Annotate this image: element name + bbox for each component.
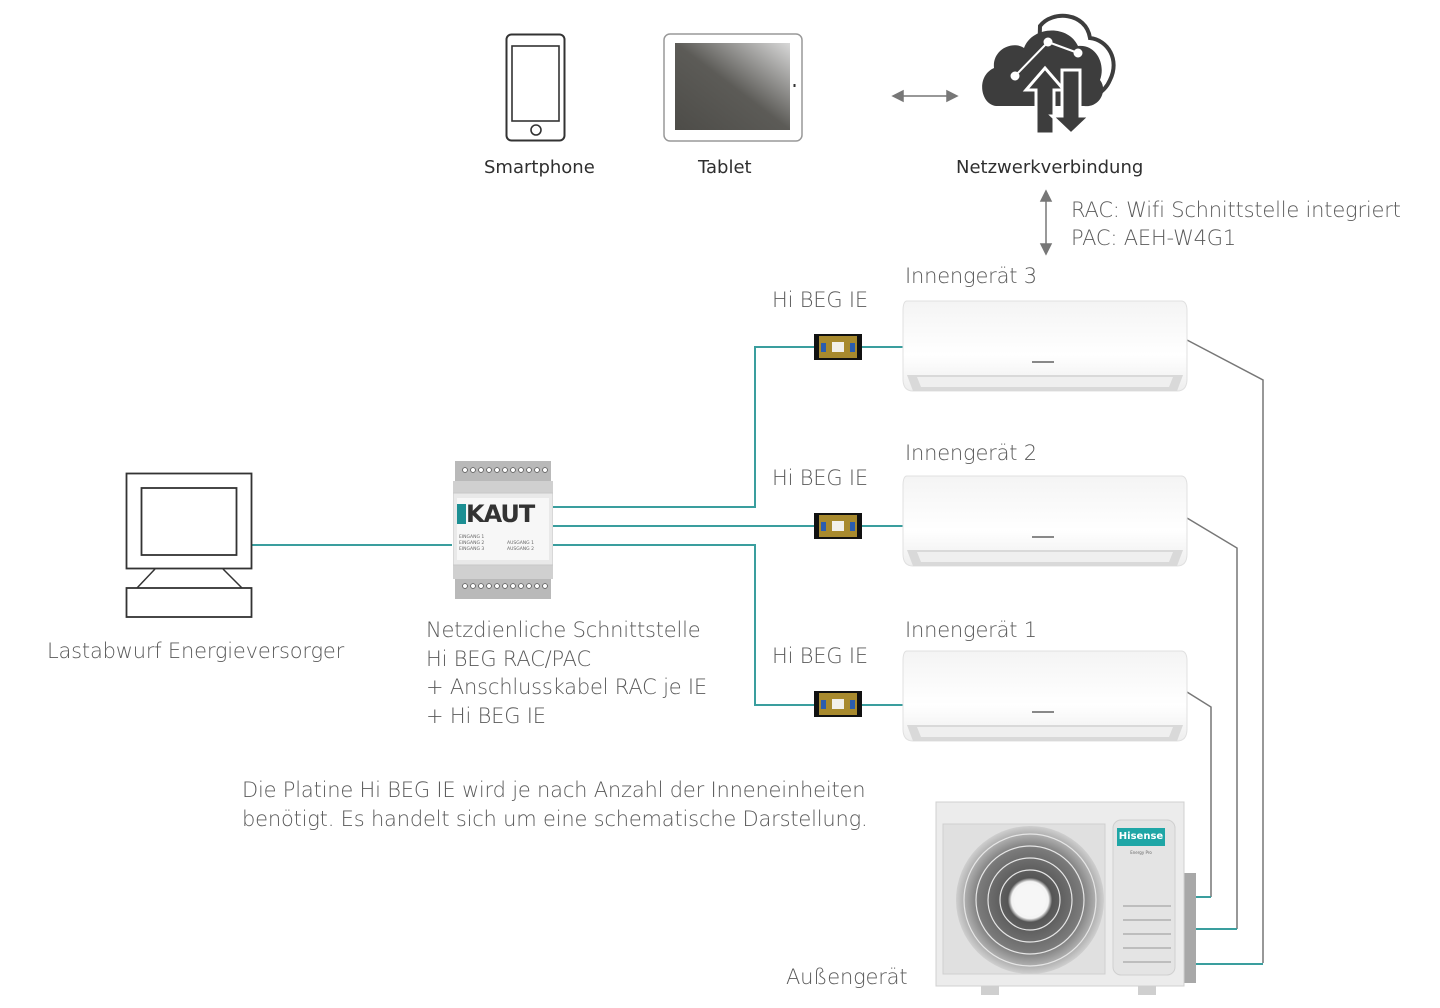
- board-label-3: Hi BEG IE: [772, 288, 868, 312]
- cloud-sync-icon: [982, 13, 1116, 136]
- smartphone-label: Smartphone: [484, 157, 595, 178]
- outdoor-unit-body: [935, 801, 1196, 995]
- bidirectional-arrow-vertical: [1039, 189, 1053, 256]
- module-output-2: AUSGANG 2: [507, 547, 534, 552]
- board-label-1: Hi BEG IE: [772, 644, 868, 668]
- indoor-unit-1: [902, 650, 1188, 742]
- wire-module-to-board-1: [552, 544, 815, 706]
- module-outputs: AUSGANG 1 AUSGANG 2: [507, 541, 534, 553]
- module-input-3: EINGANG 3: [459, 547, 485, 552]
- board-label-2: Hi BEG IE: [772, 466, 868, 490]
- module-output-1: AUSGANG 1: [507, 541, 534, 546]
- outdoor-unit: Hisense Energy Pro: [933, 798, 1198, 998]
- indoor-unit-2: [902, 475, 1188, 567]
- tablet-label: Tablet: [698, 157, 752, 178]
- outdoor-unit-sub-brand: Energy Pro: [1130, 850, 1152, 855]
- indoor-unit-2-label: Innengerät 2: [905, 441, 1037, 465]
- hi-beg-ie-board-2: [814, 513, 862, 539]
- module-input-2: EINGANG 2: [459, 541, 485, 546]
- computer-label: Lastabwurf Energieversorger: [47, 639, 345, 663]
- computer-icon: [125, 472, 253, 618]
- kaut-interface-module: KAUT EINGANG 1 EINGANG 2 EINGANG 3 AUSGA…: [452, 461, 554, 599]
- outdoor-unit-label: Außengerät: [786, 965, 908, 989]
- din-rail-module-body: [452, 461, 554, 599]
- network-label: Netzwerkverbindung: [956, 157, 1144, 178]
- network-note-pac: PAC: AEH-W4G1: [1071, 226, 1237, 250]
- pipe-unit-3: [1186, 339, 1264, 963]
- bidirectional-arrow-horizontal: [891, 89, 959, 103]
- tablet-icon: [663, 33, 803, 142]
- indoor-unit-1-label: Innengerät 1: [905, 618, 1037, 642]
- wire-module-to-board-3: [552, 346, 815, 508]
- module-input-1: EINGANG 1: [459, 535, 485, 540]
- indoor-unit-3-label: Innengerät 3: [905, 264, 1037, 288]
- hi-beg-ie-board-1: [814, 691, 862, 717]
- indoor-unit-3: [902, 300, 1188, 392]
- pipe-unit-2: [1186, 517, 1238, 929]
- outdoor-unit-brand: Hisense: [1118, 831, 1164, 842]
- vent-slats: [1123, 905, 1171, 963]
- fan-grille: [963, 833, 1097, 967]
- smartphone-icon: [505, 33, 566, 142]
- hi-beg-ie-board-3: [814, 334, 862, 360]
- module-inputs: EINGANG 1 EINGANG 2 EINGANG 3: [459, 535, 484, 553]
- module-caption: Netzdienliche Schnittstelle Hi BEG RAC/P…: [426, 618, 707, 728]
- pipe-unit-1: [1186, 691, 1212, 897]
- footnote: Die Platine Hi BEG IE wird je nach Anzah…: [242, 778, 868, 831]
- network-note-rac: RAC: Wifi Schnittstelle integriert: [1071, 198, 1401, 222]
- kaut-brand-logo: KAUT: [466, 500, 535, 528]
